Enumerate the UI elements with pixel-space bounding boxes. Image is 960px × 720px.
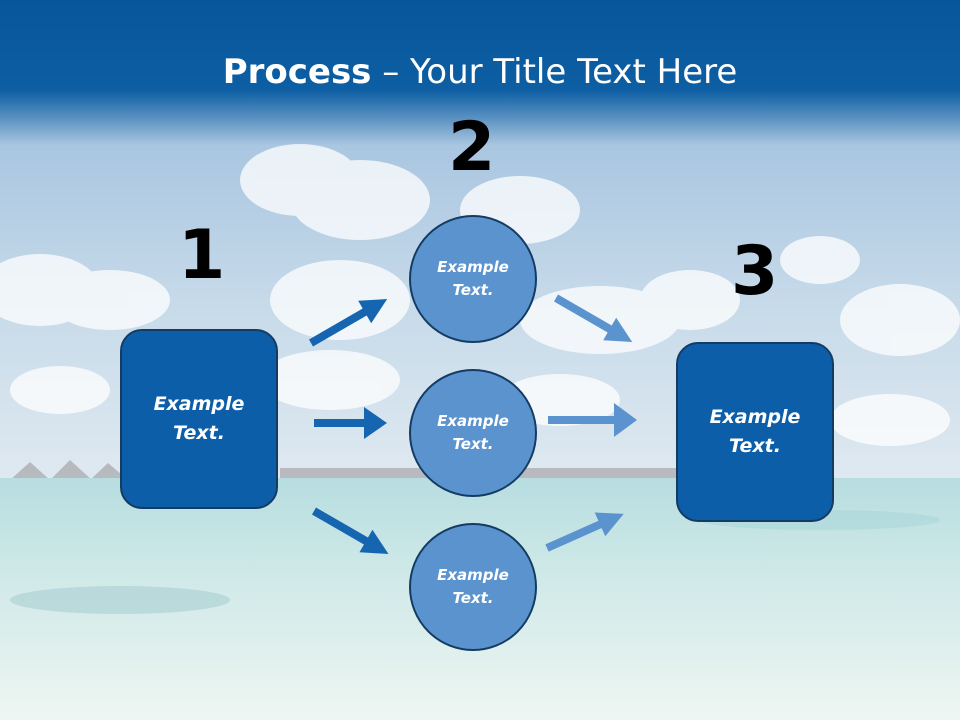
step-number-2: 2 (448, 108, 496, 187)
step-1-text: Example Text. (153, 393, 245, 444)
circle-bottom-text: Example Text. (437, 566, 509, 607)
step-1-box[interactable]: Example Text. (120, 329, 278, 509)
circle-middle-text: Example Text. (437, 412, 509, 453)
title-bold: Process (222, 52, 372, 92)
step-number-1: 1 (178, 216, 226, 295)
step-2-circle-top[interactable]: Example Text. (409, 215, 537, 343)
step-3-text: Example Text. (709, 406, 801, 457)
title-rest: – Your Title Text Here (371, 52, 738, 92)
title-bar (0, 0, 960, 145)
step-2-circle-middle[interactable]: Example Text. (409, 369, 537, 497)
step-number-3: 3 (731, 232, 779, 311)
step-2-circle-bottom[interactable]: Example Text. (409, 523, 537, 651)
circle-top-text: Example Text. (437, 258, 509, 299)
slide-title: Process – Your Title Text Here (0, 52, 960, 92)
step-3-box[interactable]: Example Text. (676, 342, 834, 522)
